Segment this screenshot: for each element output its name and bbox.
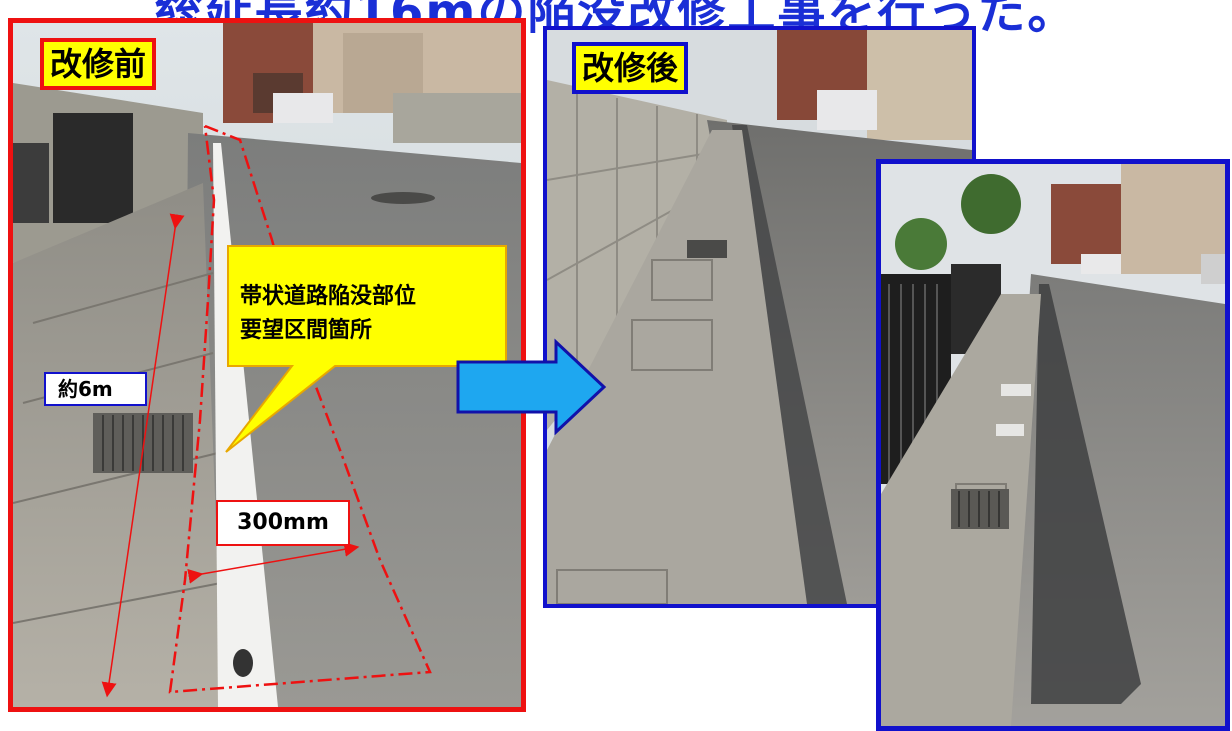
length-arrow (101, 213, 185, 698)
length-label: 約6m (44, 372, 147, 406)
callout-bubble (225, 245, 507, 453)
width-arrow (187, 541, 360, 584)
arrow-right-icon (456, 338, 607, 436)
width-label: 300mm (216, 500, 350, 546)
after-label: 改修後 (572, 42, 689, 94)
sink-area-outline (168, 124, 432, 694)
before-label: 改修前 (40, 38, 157, 90)
callout-line-2: 要望区間箇所 (240, 318, 373, 343)
after-photo-2 (876, 159, 1230, 731)
callout-text: 帯状道路陥没部位 要望区間箇所 (240, 280, 416, 348)
callout-line-1: 帯状道路陥没部位 (240, 284, 417, 309)
